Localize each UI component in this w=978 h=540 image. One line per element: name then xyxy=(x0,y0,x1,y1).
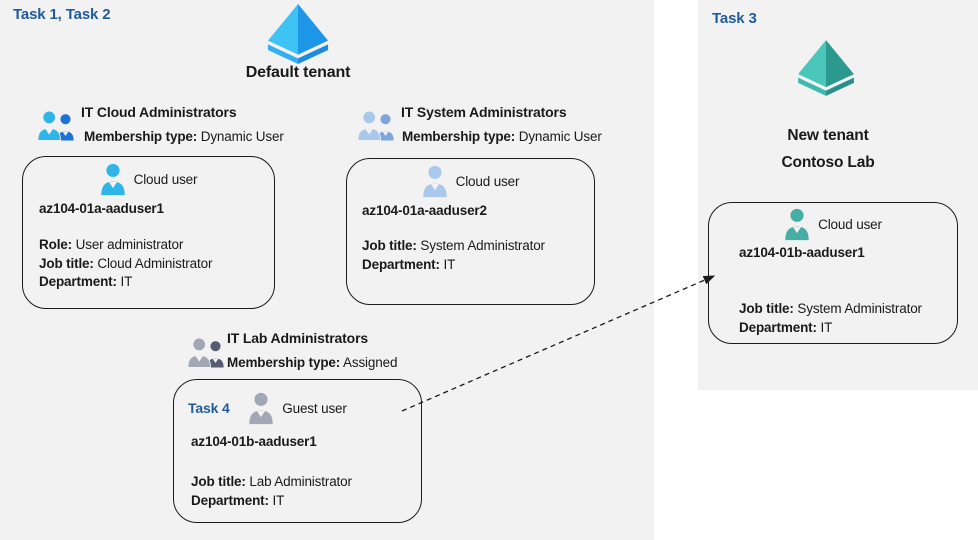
user-card-aaduser1: Cloud user az104-01a-aaduser1 Role: User… xyxy=(22,156,275,309)
default-tenant-panel xyxy=(0,0,654,540)
user-details: Role: User administrator Job title: Clou… xyxy=(39,236,212,292)
cloud-user-icon xyxy=(100,163,125,196)
user-job-title: Job title: Cloud Administrator xyxy=(39,255,213,271)
card-header: Cloud user xyxy=(347,165,594,198)
card-header: Cloud user xyxy=(709,208,957,241)
user-job-title: Job title: System Administrator xyxy=(362,238,545,253)
user-department: Department: IT xyxy=(39,274,133,289)
group-name-system-admins: IT System Administrators xyxy=(401,104,567,120)
new-tenant-title: New tenant Contoso Lab xyxy=(698,122,958,176)
group-icon-cloud-admins xyxy=(37,110,74,141)
user-card-aaduser2: Cloud user az104-01a-aaduser2 Job title:… xyxy=(346,158,595,305)
azure-ad-new-tenant-icon xyxy=(798,40,854,96)
user-type-label: Cloud user xyxy=(818,217,882,232)
default-tenant-title: Default tenant xyxy=(245,64,351,81)
group-membership-system-admins: Membership type: Dynamic User xyxy=(402,129,602,144)
user-type-label: Cloud user xyxy=(455,174,520,189)
group-icon-lab-admins xyxy=(187,337,224,368)
user-job-title: Job title: Lab Administrator xyxy=(191,474,352,489)
guest-user-card-aaduser1: Task 4 Guest user az104-01b-aaduser1 Job… xyxy=(173,379,422,523)
cloud-user-icon xyxy=(785,208,809,241)
group-name-lab-admins: IT Lab Administrators xyxy=(227,330,369,346)
group-name-cloud-admins: IT Cloud Administrators xyxy=(81,104,237,120)
user-department: Department: IT xyxy=(739,319,833,335)
group-membership-lab-admins: Membership type: Assigned xyxy=(227,355,398,370)
user-type-label: Guest user xyxy=(282,401,347,416)
task-1-2-label: Task 1, Task 2 xyxy=(13,6,111,23)
cloud-user-icon xyxy=(422,165,447,198)
user-details: Job title: Lab Administrator Department:… xyxy=(191,473,352,510)
user-details: Job title: System Administrator Departme… xyxy=(362,237,545,274)
task-4-label: Task 4 xyxy=(188,400,230,416)
user-type-label: Cloud user xyxy=(133,172,198,187)
card-header: Guest user xyxy=(174,392,421,425)
user-role: Role: User administrator xyxy=(39,237,184,252)
azure-ad-tenant-icon xyxy=(267,3,329,65)
card-header: Cloud user xyxy=(23,163,274,196)
task-3-label: Task 3 xyxy=(712,10,757,27)
user-details: Job title: System Administrator Departme… xyxy=(739,300,922,337)
user-name: az104-01b-aaduser1 xyxy=(739,245,865,260)
group-icon-system-admins xyxy=(357,110,394,141)
user-name: az104-01a-aaduser1 xyxy=(39,201,164,216)
new-tenant-title-line1: New tenant xyxy=(787,127,869,144)
new-tenant-title-line2: Contoso Lab xyxy=(781,154,875,171)
new-tenant-user-card-aaduser1: Cloud user az104-01b-aaduser1 Job title:… xyxy=(708,202,958,344)
user-department: Department: IT xyxy=(362,256,456,272)
user-name: az104-01a-aaduser2 xyxy=(362,203,487,218)
group-membership-cloud-admins: Membership type: Dynamic User xyxy=(84,129,284,144)
user-department: Department: IT xyxy=(191,492,285,508)
guest-user-icon xyxy=(249,392,273,425)
user-job-title: Job title: System Administrator xyxy=(739,301,922,316)
user-name: az104-01b-aaduser1 xyxy=(191,434,317,449)
